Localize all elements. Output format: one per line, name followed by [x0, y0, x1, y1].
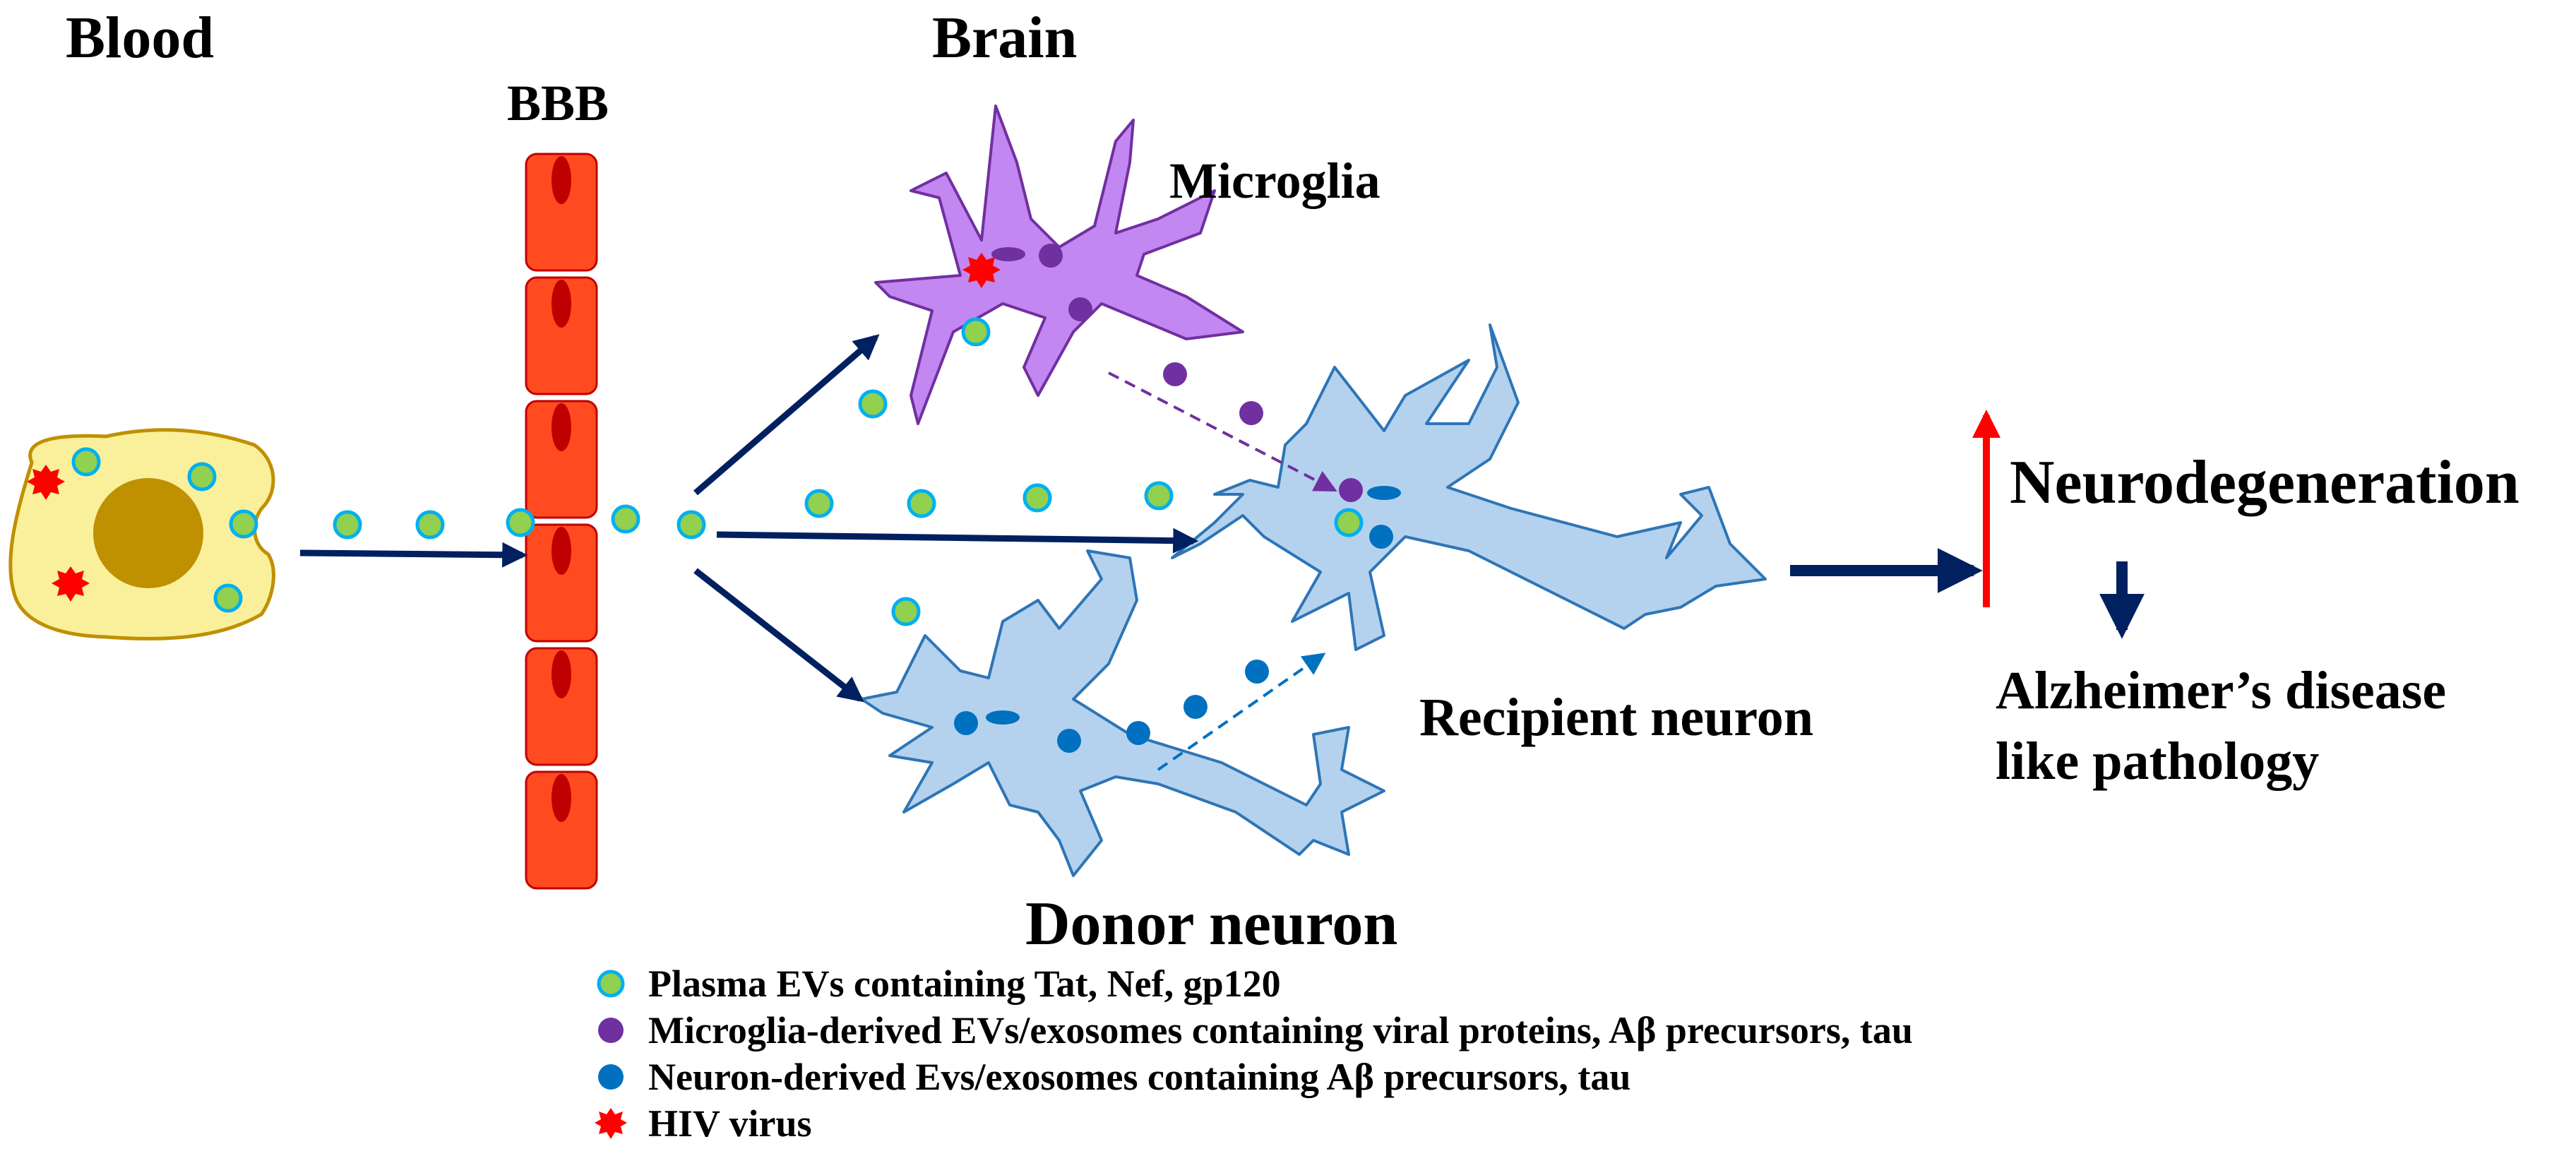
plasma-ev — [1022, 483, 1052, 513]
neuron-ev — [1369, 525, 1393, 549]
microglia-ev — [1339, 478, 1363, 502]
plasma-ev — [415, 510, 445, 540]
plasma-ev — [213, 583, 243, 613]
hiv-virus-icon — [962, 253, 1001, 288]
microglia-ev — [1068, 297, 1092, 321]
legend-item-neuron-ev: Neuron-derived Evs/exosomes containing A… — [595, 1054, 1913, 1100]
legend: Plasma EVs containing Tat, Nef, gp120 Mi… — [595, 960, 1913, 1147]
legend-text: HIV virus — [648, 1102, 812, 1145]
neuron-ev — [1126, 721, 1150, 745]
legend-text: Microglia-derived EVs/exosomes containin… — [648, 1009, 1913, 1051]
brain-label: Brain — [932, 5, 1078, 71]
donor-neuron — [860, 549, 1385, 877]
plasma-ev — [858, 389, 888, 419]
plasma-evs — [71, 317, 1364, 626]
hiv-virus-icon — [595, 1107, 627, 1140]
microglia-cell — [874, 105, 1244, 425]
legend-item-microglia-ev: Microglia-derived EVs/exosomes containin… — [595, 1007, 1913, 1054]
microglia-label: Microglia — [1169, 153, 1381, 209]
plasma-ev — [187, 462, 217, 491]
neurodegeneration-label: Neurodegeneration — [2010, 448, 2520, 517]
legend-text: Neuron-derived Evs/exosomes containing A… — [648, 1056, 1631, 1098]
neuron-evs — [954, 525, 1393, 753]
hiv-virus-icon — [27, 465, 65, 500]
to-donor-neuron-arrow — [693, 568, 864, 703]
plasma-ev — [891, 597, 921, 626]
plasma-ev — [229, 509, 258, 539]
plasma-ev — [71, 447, 101, 477]
donor-neuron-label: Donor neuron — [1025, 890, 1398, 958]
neuron-ev — [1245, 660, 1269, 684]
legend-item-hiv-virus: HIV virus — [595, 1100, 1913, 1147]
donor-neuron-nucleus — [986, 710, 1020, 725]
neuron-ev — [954, 711, 978, 735]
microglia-nucleus — [991, 247, 1025, 261]
bbb-wall — [525, 153, 598, 890]
microglia-ev — [1163, 362, 1187, 386]
microglia-evs — [1039, 244, 1363, 502]
alzheimers-label-line1: Alzheimer’s disease — [1996, 661, 2447, 720]
blood-cell-nucleus — [93, 478, 203, 588]
bbb-label: BBB — [507, 75, 609, 131]
legend-text: Plasma EVs containing Tat, Nef, gp120 — [648, 963, 1281, 1005]
to-microglia-arrow — [693, 334, 880, 496]
recipient-neuron — [1171, 323, 1767, 651]
blood-to-bbb-arrow — [299, 542, 528, 568]
to-recipient-neuron-arrow — [716, 528, 1199, 554]
legend-item-plasma-ev: Plasma EVs containing Tat, Nef, gp120 — [595, 960, 1913, 1007]
microglia-ev-dot — [595, 1014, 627, 1047]
plasma-ev — [611, 504, 640, 534]
microglia-ev — [1039, 244, 1063, 268]
microglia-ev-transfer-arrow — [1108, 371, 1337, 491]
blood-label: Blood — [66, 5, 215, 71]
plasma-ev — [1144, 481, 1174, 511]
microglia-ev — [1239, 401, 1263, 425]
recipient-neuron-nucleus — [1367, 486, 1401, 500]
neuron-ev — [1183, 695, 1208, 719]
recipient-neuron-label: Recipient neuron — [1419, 688, 1814, 747]
neuron-ev-dot — [595, 1061, 627, 1093]
plasma-ev — [506, 508, 535, 537]
hiv-viruses — [27, 253, 1001, 602]
plasma-ev — [804, 489, 834, 518]
alzheimers-label-line2: like pathology — [1996, 732, 2320, 791]
neuron-ev-transfer-arrow — [1157, 653, 1326, 771]
plasma-ev — [907, 489, 936, 518]
plasma-ev — [333, 510, 362, 540]
neuron-ev — [1057, 729, 1081, 753]
hiv-virus-icon — [52, 566, 90, 602]
plasma-ev — [1334, 508, 1364, 537]
plasma-ev — [961, 317, 991, 347]
plasma-ev — [676, 510, 706, 540]
plasma-ev-dot — [595, 967, 627, 1000]
